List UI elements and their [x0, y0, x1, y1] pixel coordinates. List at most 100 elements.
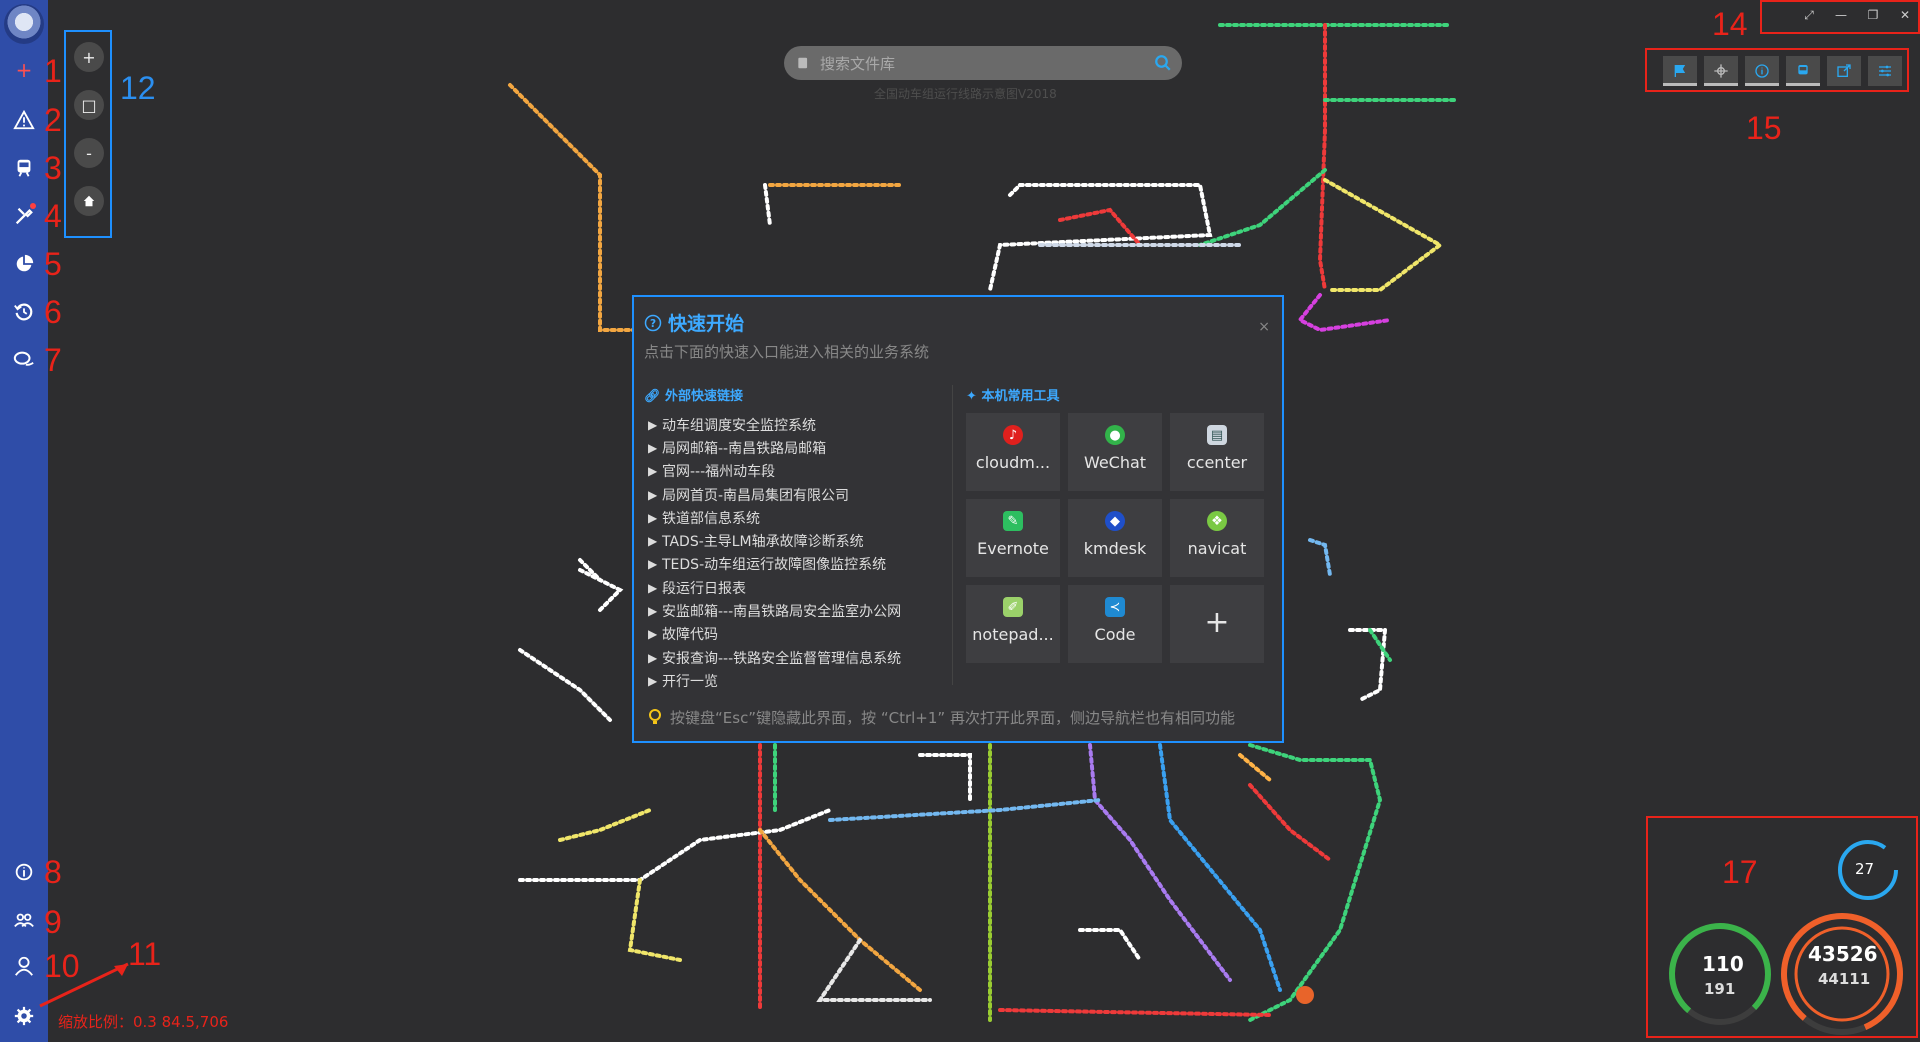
- info-icon: [15, 863, 33, 881]
- annotation-8: 8: [44, 854, 62, 890]
- tools-button[interactable]: [8, 200, 40, 232]
- annotation-1: 1: [44, 53, 62, 89]
- pointer-icon: ▶: [648, 673, 658, 688]
- list-item[interactable]: ▶铁道部信息系统: [648, 510, 760, 527]
- annotation-6: 6: [44, 294, 62, 330]
- home-button[interactable]: [74, 186, 104, 216]
- list-item[interactable]: ▶段运行日报表: [648, 580, 746, 597]
- close-button[interactable]: ✕: [1899, 8, 1911, 22]
- annotation-17: 17: [1722, 854, 1758, 890]
- list-item[interactable]: ▶开行一览: [648, 673, 718, 690]
- notification-dot: [30, 203, 36, 209]
- list-item[interactable]: ▶官网---福州动车段: [648, 464, 776, 481]
- home-icon: [83, 195, 95, 207]
- pointer-icon: ▶: [648, 534, 658, 549]
- chat-icon: [13, 351, 34, 366]
- messages-button[interactable]: [8, 344, 40, 376]
- users-icon: [14, 913, 34, 928]
- alert-button[interactable]: [8, 104, 40, 136]
- map-zoom-controls: + □ -: [64, 30, 112, 238]
- annotation-3: 3: [44, 150, 62, 186]
- warning-icon: [13, 109, 35, 130]
- notepad-icon: ✐: [1003, 597, 1023, 617]
- add-button[interactable]: +: [8, 54, 40, 86]
- app-tile-wechat[interactable]: ● WeChat: [1068, 413, 1162, 491]
- annotation-7: 7: [44, 342, 62, 378]
- app-tile-notepad[interactable]: ✐ notepad...: [966, 585, 1060, 663]
- team-button[interactable]: [8, 904, 40, 936]
- wechat-icon: ●: [1105, 425, 1125, 445]
- account-button[interactable]: [8, 950, 40, 982]
- fit-view-button[interactable]: □: [74, 90, 104, 120]
- dialog-divider: [952, 385, 953, 685]
- evernote-icon: ✎: [1003, 511, 1023, 531]
- history-button[interactable]: [8, 296, 40, 328]
- list-item[interactable]: ▶TEDS-动车组运行故障图像监控系统: [648, 557, 887, 574]
- external-links-list: ▶动车组调度安全监控系统 ▶局网邮箱--南昌铁路局邮箱 ▶官网---福州动车段 …: [648, 413, 968, 693]
- zoom-out-button[interactable]: -: [74, 138, 104, 168]
- annotation-2: 2: [44, 102, 62, 138]
- pointer-icon: ▶: [648, 557, 658, 572]
- status-gauges: 27 110 191 43526 44111: [1646, 816, 1918, 1038]
- window-controls: ⤢ — ❐ ✕: [1760, 0, 1920, 34]
- pointer-icon: ▶: [648, 627, 658, 642]
- wrench-icon: ✦: [966, 389, 977, 404]
- list-item[interactable]: ▶故障代码: [648, 627, 718, 644]
- pointer-icon: ▶: [648, 464, 658, 479]
- list-item[interactable]: ▶安报查询---铁路安全监督管理信息系统: [648, 650, 902, 667]
- statistics-button[interactable]: [8, 248, 40, 280]
- annotation-4: 4: [44, 198, 62, 234]
- annotation-arrow: [39, 962, 129, 1008]
- pointer-icon: ▶: [648, 510, 658, 525]
- user-icon: [15, 956, 33, 976]
- right-gauge-subvalue: 44111: [1818, 970, 1871, 988]
- pointer-icon: ▶: [648, 650, 658, 665]
- flag-tool-button[interactable]: [1663, 56, 1697, 86]
- app-tile-vscode[interactable]: ≺ Code: [1068, 585, 1162, 663]
- train-button[interactable]: [8, 152, 40, 184]
- small-gauge-value: 27: [1855, 860, 1875, 878]
- list-item[interactable]: ▶安监邮箱---南昌铁路局安全监室办公网: [648, 604, 902, 621]
- app-tile-evernote[interactable]: ✎ Evernote: [966, 499, 1060, 577]
- dialog-close-button[interactable]: ×: [1258, 319, 1270, 335]
- sliders-icon: [1879, 65, 1891, 77]
- help-icon: ?: [644, 314, 662, 331]
- annotation-14: 14: [1712, 6, 1748, 42]
- info-tool-button[interactable]: [1745, 56, 1779, 86]
- local-tools-heading: ✦ 本机常用工具: [966, 389, 1060, 404]
- search-input[interactable]: [818, 46, 1142, 82]
- zoom-scale-readout: 缩放比例：0.3 84.5,706: [58, 1013, 229, 1031]
- app-tile-kmdesk[interactable]: ◆ kmdesk: [1068, 499, 1162, 577]
- annotation-5: 5: [44, 246, 62, 282]
- list-item[interactable]: ▶动车组调度安全监控系统: [648, 417, 816, 434]
- move-tool-button[interactable]: [1704, 56, 1738, 86]
- train-tool-button[interactable]: [1786, 56, 1820, 86]
- list-item[interactable]: ▶TADS-主导LM轴承故障诊断系统: [648, 534, 864, 551]
- kmdesk-icon: ◆: [1105, 511, 1125, 531]
- annotation-12: 12: [120, 70, 156, 106]
- zoom-in-button[interactable]: +: [74, 42, 104, 72]
- left-gauge-value: 110: [1702, 952, 1744, 976]
- app-logo[interactable]: [4, 4, 44, 44]
- fullscreen-button[interactable]: ⤢: [1804, 8, 1814, 22]
- settings-tool-button[interactable]: [1868, 56, 1902, 86]
- minimize-button[interactable]: —: [1835, 8, 1847, 22]
- add-tool-button[interactable]: +: [1170, 585, 1264, 663]
- map-toolbar: [1645, 48, 1909, 92]
- open-external-button[interactable]: [1827, 56, 1861, 86]
- restore-button[interactable]: ❐: [1867, 8, 1879, 22]
- dialog-tip: 按键盘“Esc”键隐藏此界面，按 “Ctrl+1” 再次打开此界面，侧边导航栏也…: [648, 707, 1235, 728]
- annotation-10: 10: [44, 948, 80, 984]
- settings-button[interactable]: [8, 1000, 40, 1032]
- search-icon[interactable]: [1154, 54, 1172, 72]
- app-tile-cloudmusic[interactable]: ♪ cloudm...: [966, 413, 1060, 491]
- app-tile-navicat[interactable]: ❖ navicat: [1170, 499, 1264, 577]
- list-item[interactable]: ▶局网首页-南昌局集团有限公司: [648, 487, 850, 504]
- about-button[interactable]: [8, 856, 40, 888]
- dialog-title-text: 快速开始: [668, 313, 745, 335]
- app-tile-ccenter[interactable]: ▤ ccenter: [1170, 413, 1264, 491]
- gauges-graphic: [1669, 840, 1903, 1035]
- history-icon: [14, 303, 33, 321]
- list-item[interactable]: ▶局网邮箱--南昌铁路局邮箱: [648, 440, 827, 457]
